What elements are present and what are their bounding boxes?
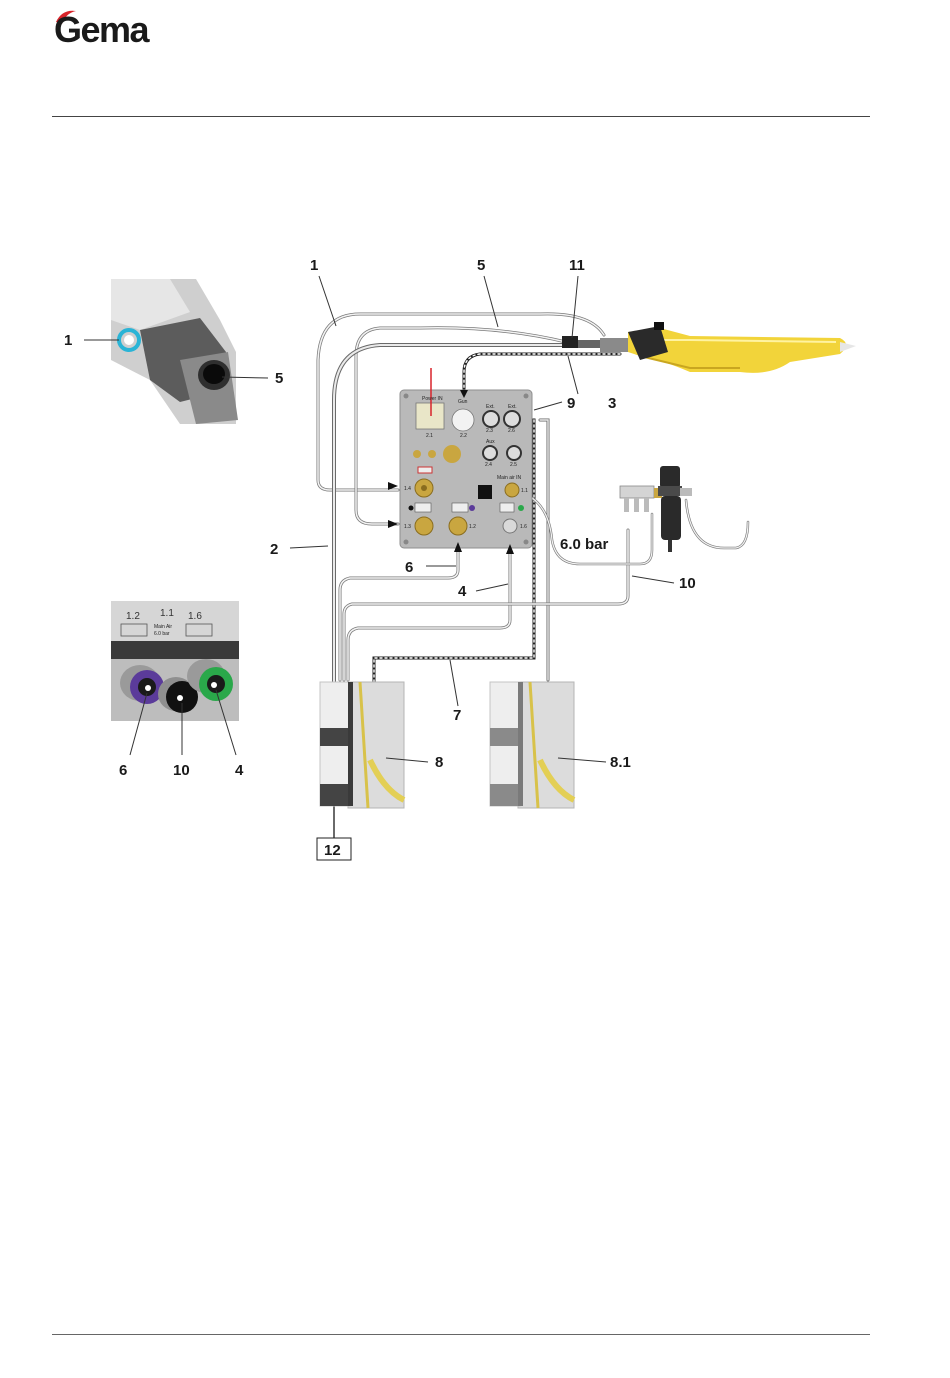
callout-12: 12 — [324, 842, 341, 859]
panel-power-in-socket — [416, 403, 444, 429]
panel-label-ext-2: Ext. — [508, 404, 517, 410]
panel-port-label-2-5: 2.5 — [510, 462, 517, 468]
panel-label-ext-1: Ext. — [486, 404, 495, 410]
panel-port-label-1-4: 1.4 — [404, 486, 411, 492]
detail-main-air-1: Main Air — [154, 624, 172, 630]
panel-label-power-in: Power IN — [422, 396, 443, 402]
panel-port-1-6 — [503, 519, 517, 533]
panel-port-label-2-1: 2.1 — [426, 433, 433, 439]
panel-port-label-2-6: 2.6 — [508, 428, 515, 434]
control-unit-panel — [400, 368, 532, 548]
panel-port-label-1-3: 1.3 — [404, 524, 411, 530]
pump-unit-8 — [320, 682, 404, 808]
panel-port-1-1 — [505, 483, 519, 497]
panel-port-label-2-3: 2.3 — [486, 428, 493, 434]
detail-callout-4: 4 — [235, 762, 244, 779]
detail-gun-callout-1: 1 — [64, 332, 72, 349]
panel-label-aux: Aux — [486, 439, 495, 445]
panel-label-gun: Gun — [458, 399, 468, 405]
callout-6: 6 — [405, 559, 413, 576]
detail-gun-rear — [84, 279, 268, 424]
callout-1: 1 — [310, 257, 318, 274]
callout-2: 2 — [270, 541, 278, 558]
callout-7: 7 — [453, 707, 461, 724]
panel-port-label-2-4: 2.4 — [485, 462, 492, 468]
detail-gun-callout-5: 5 — [275, 370, 283, 387]
panel-port-label-1-2: 1.2 — [469, 524, 476, 530]
callout-10: 10 — [679, 575, 696, 592]
callout-9: 9 — [567, 395, 575, 412]
callout-8-1: 8.1 — [610, 754, 631, 771]
gun-air-fitting-black — [203, 364, 225, 384]
detail-port-1-6: 1.6 — [188, 611, 202, 622]
footer-rule — [52, 1334, 870, 1335]
detail-port-1-2: 1.2 — [126, 611, 140, 622]
detail-main-air-2: 6.0 bar — [154, 631, 170, 637]
pump-unit-8-1 — [490, 682, 574, 808]
callout-3: 3 — [608, 395, 616, 412]
air-regulator — [620, 466, 692, 552]
detail-callout-10: 10 — [173, 762, 190, 779]
panel-port-1-2 — [449, 517, 467, 535]
spray-gun — [562, 322, 856, 373]
detail-callout-6: 6 — [119, 762, 127, 779]
callout-4: 4 — [458, 583, 467, 600]
panel-port-1-3 — [415, 517, 433, 535]
panel-gun-socket — [452, 409, 474, 431]
callout-8: 8 — [435, 754, 443, 771]
panel-port-label-1-1: 1.1 — [521, 488, 528, 494]
callout-5: 5 — [477, 257, 485, 274]
pressure-label: 6.0 bar — [560, 536, 609, 553]
panel-port-label-1-6: 1.6 — [520, 524, 527, 530]
panel-label-main-air-in: Main air IN — [497, 475, 522, 481]
panel-port-label-2-2: 2.2 — [460, 433, 467, 439]
detail-connectors — [111, 601, 239, 755]
callout-11: 11 — [569, 257, 585, 274]
detail-port-1-1: 1.1 — [160, 608, 174, 619]
